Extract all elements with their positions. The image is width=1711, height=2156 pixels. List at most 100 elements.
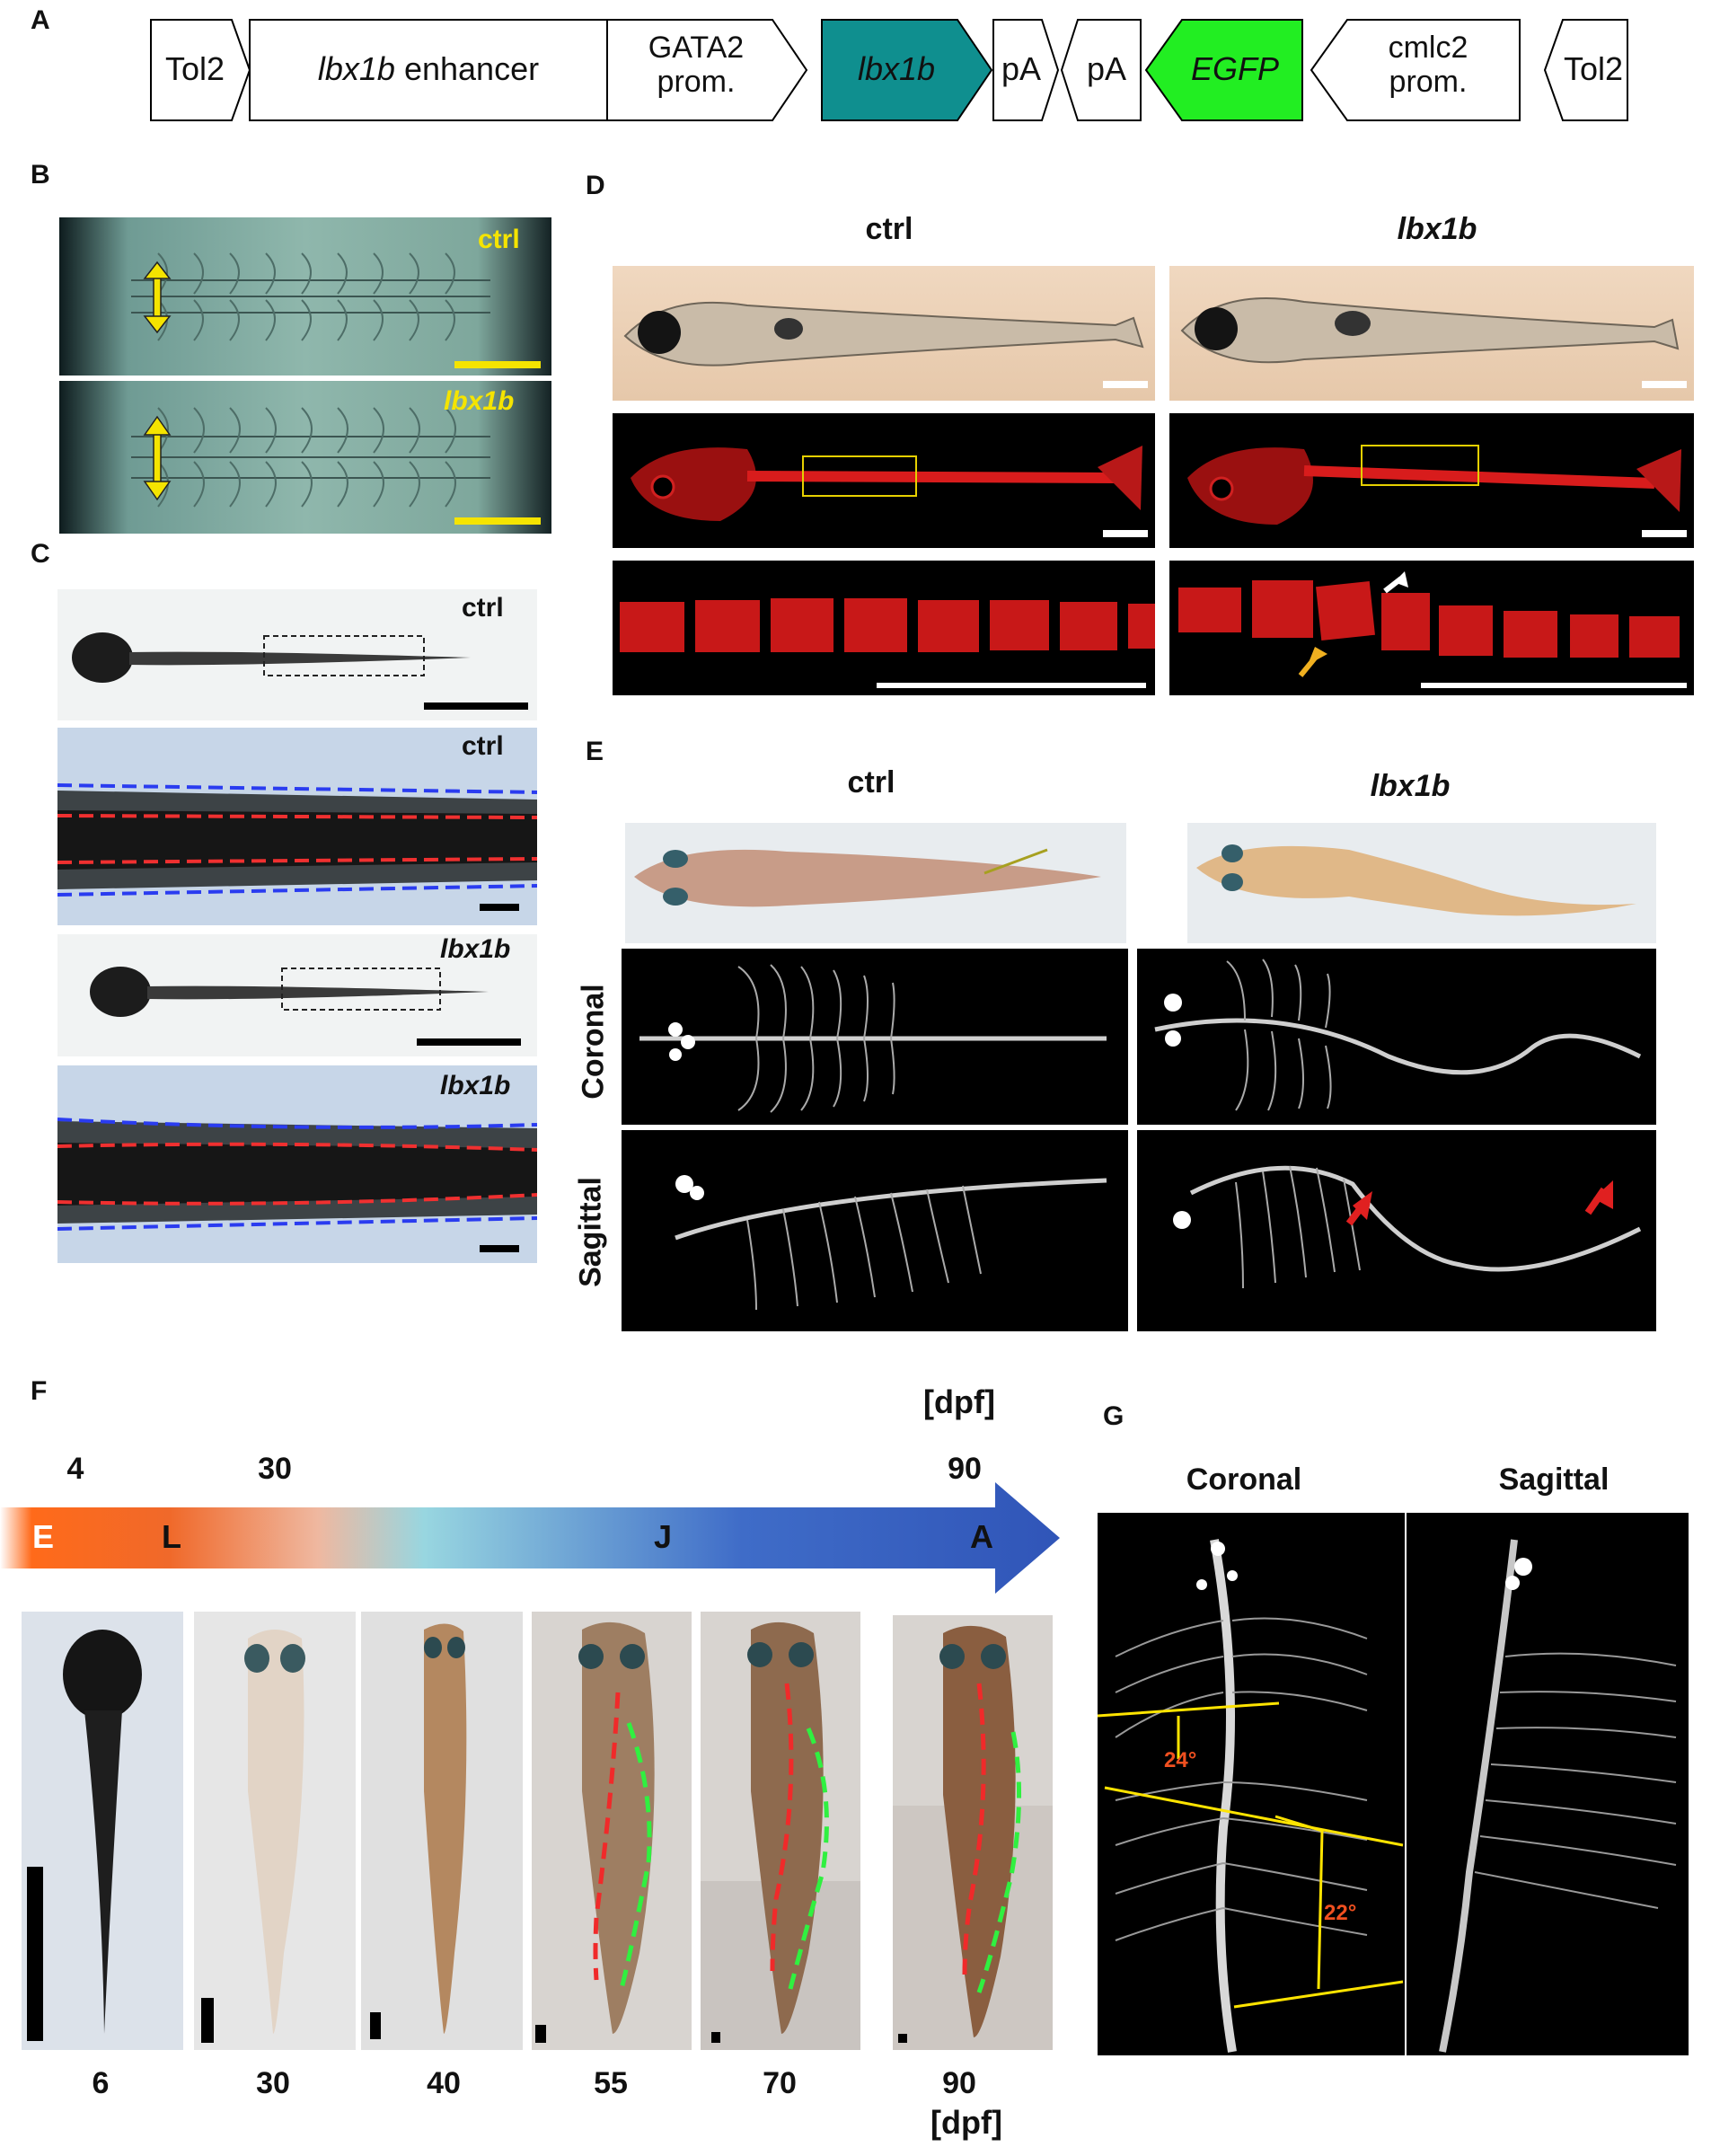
red-midline xyxy=(962,1683,986,1975)
angle-lines xyxy=(1098,1701,1404,2009)
panel-f-age-70: 70 xyxy=(763,2066,797,2100)
zoom-box xyxy=(1361,445,1479,486)
inner-outline-bottom xyxy=(57,1193,537,1206)
outer-outline-top xyxy=(57,783,537,794)
panel-d-lbx1b-brightfield-image xyxy=(1169,266,1694,401)
panel-d-lbx1b-skeleton-image xyxy=(1169,413,1694,548)
pa-box-2 xyxy=(1060,19,1142,121)
panel-f-fish-55dpf xyxy=(532,1612,692,2050)
panel-c-ctrl-larva-image xyxy=(57,589,537,720)
green-curve xyxy=(976,1731,1022,1993)
enhancer-box xyxy=(249,19,608,121)
tol2-left-label: Tol2 xyxy=(164,50,225,87)
panel-f-fish-6dpf xyxy=(22,1612,183,2050)
panel-e-ctrl-sagittal-ct xyxy=(622,1130,1128,1331)
panel-f-age-40: 40 xyxy=(427,2066,461,2100)
pa-box-1 xyxy=(992,19,1060,121)
red-midline xyxy=(770,1683,794,1972)
panel-d-lbx1b-header: lbx1b xyxy=(1397,212,1477,246)
scale-bar xyxy=(480,904,519,911)
panel-f-fish-70dpf xyxy=(701,1612,860,2050)
panel-label-a: A xyxy=(31,5,50,35)
egfp-label: EGFP xyxy=(1190,50,1279,87)
lbx1b-box xyxy=(821,19,993,121)
panel-label-f: F xyxy=(31,1376,48,1406)
enhancer-word: enhancer xyxy=(403,50,540,87)
panel-g-sagittal-header: Sagittal xyxy=(1498,1462,1610,1497)
tol2-right-label: Tol2 xyxy=(1563,50,1624,87)
scale-bar xyxy=(535,2025,546,2043)
gata2-label: GATA2 prom. xyxy=(611,31,781,99)
panel-d-lbx1b-vertebrae-zoom xyxy=(1169,561,1694,695)
panel-c-lbx1b-label-2: lbx1b xyxy=(440,1071,511,1100)
panel-f-age-6: 6 xyxy=(92,2066,110,2100)
width-arrow xyxy=(143,261,172,334)
scale-bar xyxy=(201,1998,214,2043)
red-arrow-1 xyxy=(1345,1191,1372,1226)
panel-c-ctrl-label-1: ctrl xyxy=(462,593,504,623)
enhancer-label: lbx1b enhancer xyxy=(250,50,607,88)
panel-label-d: D xyxy=(586,171,605,200)
tol2-left-box xyxy=(150,19,251,121)
scale-bar xyxy=(1103,381,1148,388)
zoom-box xyxy=(802,455,917,497)
panel-f-fish-40dpf xyxy=(361,1612,523,2050)
scale-bar xyxy=(424,702,528,710)
panel-e-ctrl-photo xyxy=(625,823,1126,943)
panel-d-ctrl-header: ctrl xyxy=(865,212,913,246)
panel-b-ctrl-image xyxy=(59,217,551,376)
red-arrow-2 xyxy=(1584,1180,1613,1215)
scale-bar xyxy=(1642,381,1687,388)
enhancer-gene-name: lbx1b xyxy=(317,50,395,87)
panel-label-g: G xyxy=(1103,1401,1124,1431)
zoom-box xyxy=(281,968,441,1011)
panel-f-tick-90: 90 xyxy=(948,1452,982,1486)
gata2-prom-box xyxy=(606,19,808,121)
egfp-box xyxy=(1144,19,1303,121)
panel-g-coronal-header: Coronal xyxy=(1186,1462,1302,1497)
scale-bar xyxy=(898,2034,907,2043)
panel-f-age-90: 90 xyxy=(942,2066,976,2100)
cmlc2-prom-box xyxy=(1310,19,1521,121)
panel-d-ctrl-skeleton-image xyxy=(613,413,1155,548)
inner-outline-top xyxy=(57,814,537,819)
zoom-box xyxy=(263,635,425,676)
scale-bar xyxy=(1103,530,1148,537)
panel-e-lbx1b-photo xyxy=(1187,823,1656,943)
panel-b-lbx1b-image xyxy=(59,381,551,534)
panel-c-lbx1b-zoom-image xyxy=(57,1065,537,1263)
scale-bar xyxy=(454,517,541,525)
panel-c-ctrl-zoom-image xyxy=(57,728,537,925)
cmlc2-label: cmlc2 prom. xyxy=(1338,31,1518,99)
panel-e-ctrl-header: ctrl xyxy=(847,765,895,800)
panel-f-unit-top: [dpf] xyxy=(923,1383,995,1420)
panel-g-coronal-ct xyxy=(1098,1513,1405,2055)
panel-b-lbx1b-label: lbx1b xyxy=(444,386,515,416)
panel-g-sagittal-ct xyxy=(1407,1513,1689,2055)
panel-f-unit-bottom: [dpf] xyxy=(930,2104,1002,2141)
scale-bar xyxy=(877,683,1146,688)
gata2-line2: prom. xyxy=(657,65,736,99)
panel-e-ctrl-coronal-ct xyxy=(622,949,1128,1125)
construct-diagram xyxy=(150,19,1628,121)
panel-g-angle-24: 24° xyxy=(1164,1748,1197,1772)
stage-l: L xyxy=(162,1518,181,1555)
panel-label-e: E xyxy=(586,737,604,766)
panel-label-c: C xyxy=(31,539,50,569)
scale-bar xyxy=(480,1245,519,1252)
panel-label-b: B xyxy=(31,160,50,190)
scale-bar xyxy=(711,2032,720,2043)
panel-b-ctrl-label: ctrl xyxy=(478,225,520,254)
panel-f-tick-30: 30 xyxy=(258,1452,292,1486)
panel-f-age-30: 30 xyxy=(256,2066,290,2100)
outer-outline-top xyxy=(57,1118,537,1129)
stage-j: J xyxy=(654,1518,673,1555)
panel-f-fish-30dpf xyxy=(194,1612,356,2050)
green-curve xyxy=(788,1727,829,1990)
scale-bar xyxy=(370,2012,381,2039)
lbx1b-gene-label: lbx1b xyxy=(857,50,936,87)
outer-outline-bottom xyxy=(57,884,537,897)
tol2-right-box xyxy=(1543,19,1628,121)
panel-d-ctrl-brightfield-image xyxy=(613,266,1155,401)
